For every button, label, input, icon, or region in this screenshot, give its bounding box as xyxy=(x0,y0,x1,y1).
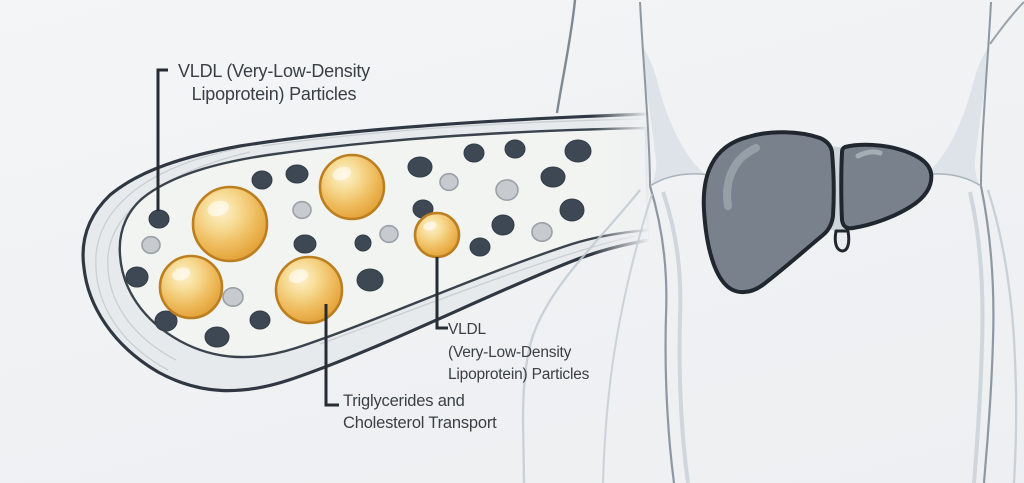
left-arm-line-inner xyxy=(602,193,653,483)
light-blood-cells xyxy=(141,172,553,307)
blood-cell-light xyxy=(292,200,312,220)
blood-cell-light xyxy=(495,179,519,201)
vldl-particle xyxy=(274,255,344,325)
right-armpit-shade xyxy=(925,45,990,186)
blood-cell-dark xyxy=(354,234,372,252)
leader-line-transport xyxy=(324,304,339,407)
vldl-particle-highlight xyxy=(288,269,309,284)
blood-cell-dark xyxy=(251,170,273,190)
blood-cell-light xyxy=(222,286,244,307)
blood-cell-dark xyxy=(154,310,178,332)
blood-cell-dark xyxy=(356,268,384,292)
left-chest-line xyxy=(649,173,711,187)
vessel-fade xyxy=(592,95,660,275)
vldl-particle-highlight xyxy=(423,221,437,231)
left-side-line xyxy=(648,185,676,483)
blood-cell-dark xyxy=(463,143,485,163)
vldl-particle xyxy=(158,254,224,320)
leader-lines xyxy=(156,68,448,407)
right-arm-line xyxy=(986,189,1018,483)
blood-cell-light xyxy=(531,222,553,243)
left-armpit-line xyxy=(639,1,651,187)
label-vldl-top-line1: VLDL (Very-Low-Density xyxy=(177,61,370,81)
blood-cell-dark xyxy=(148,209,170,229)
leader-line-vldl-right xyxy=(435,257,448,330)
vldl-particle-highlight xyxy=(172,267,191,281)
left-side-shade-line xyxy=(661,191,690,483)
blood-cell-dark xyxy=(559,198,585,222)
torso-silhouette xyxy=(521,1,1024,483)
left-armpit-shade xyxy=(641,45,706,186)
right-armpit-line xyxy=(980,1,992,187)
liver-right-lobe xyxy=(839,142,934,231)
vldl-particle-body xyxy=(413,211,461,259)
vldl-particle xyxy=(413,211,461,259)
label-vldl-right-line3: Lipoprotein) Particles xyxy=(448,366,590,383)
leader-line-vldl-top xyxy=(156,68,168,211)
liver-illustration xyxy=(701,130,934,295)
blood-cell-dark xyxy=(540,166,566,188)
right-side-line xyxy=(979,185,995,483)
blood-cell-dark xyxy=(204,326,230,348)
label-vldl-right: VLDL (Very-Low-Density Lipoprotein) Part… xyxy=(448,319,589,387)
vldl-particle-body xyxy=(158,254,224,320)
label-transport: Triglycerides and Cholesterol Transport xyxy=(343,391,497,434)
blood-cell-dark xyxy=(293,234,317,254)
label-transport-line1: Triglycerides and xyxy=(343,392,465,410)
dark-blood-cells xyxy=(125,139,592,348)
vldl-particle-highlight xyxy=(207,200,229,217)
blood-cell-dark xyxy=(125,266,149,288)
vldl-particle-body xyxy=(191,185,269,263)
vldl-particle-highlight xyxy=(332,166,352,181)
blood-cell-dark xyxy=(249,310,271,330)
label-vldl-right-line1: VLDL xyxy=(448,321,486,338)
vldl-particle xyxy=(318,153,386,221)
blood-cell-dark xyxy=(491,214,515,236)
vldl-particle-body xyxy=(318,153,386,221)
blood-cell-dark xyxy=(285,164,309,184)
blood-cell-dark xyxy=(564,139,592,163)
blood-cell-light xyxy=(141,235,161,255)
blood-cell-dark xyxy=(504,139,526,159)
liver-highlight-left xyxy=(723,144,760,210)
label-vldl-right-line2: (Very-Low-Density xyxy=(448,343,572,361)
label-vldl-top: VLDL (Very-Low-Density Lipoprotein) Part… xyxy=(162,60,386,105)
label-transport-line2: Cholesterol Transport xyxy=(343,413,497,432)
vldl-particle xyxy=(191,185,269,263)
right-shoulder-line xyxy=(989,1,1024,45)
liver-left-lobe xyxy=(701,130,836,295)
right-side-shade-line xyxy=(968,191,985,483)
vldl-particle-body xyxy=(274,255,344,325)
label-vldl-top-line2: Lipoprotein) Particles xyxy=(191,83,357,104)
vessel-connector-line xyxy=(555,0,577,114)
liver-highlight-right xyxy=(855,149,883,159)
blood-cell-light xyxy=(379,224,399,244)
blood-cell-light xyxy=(439,172,459,192)
left-arm-line-outer xyxy=(521,189,641,483)
gallbladder-stub xyxy=(833,229,851,253)
blood-cell-dark xyxy=(469,237,491,257)
blood-cell-dark xyxy=(407,156,433,178)
